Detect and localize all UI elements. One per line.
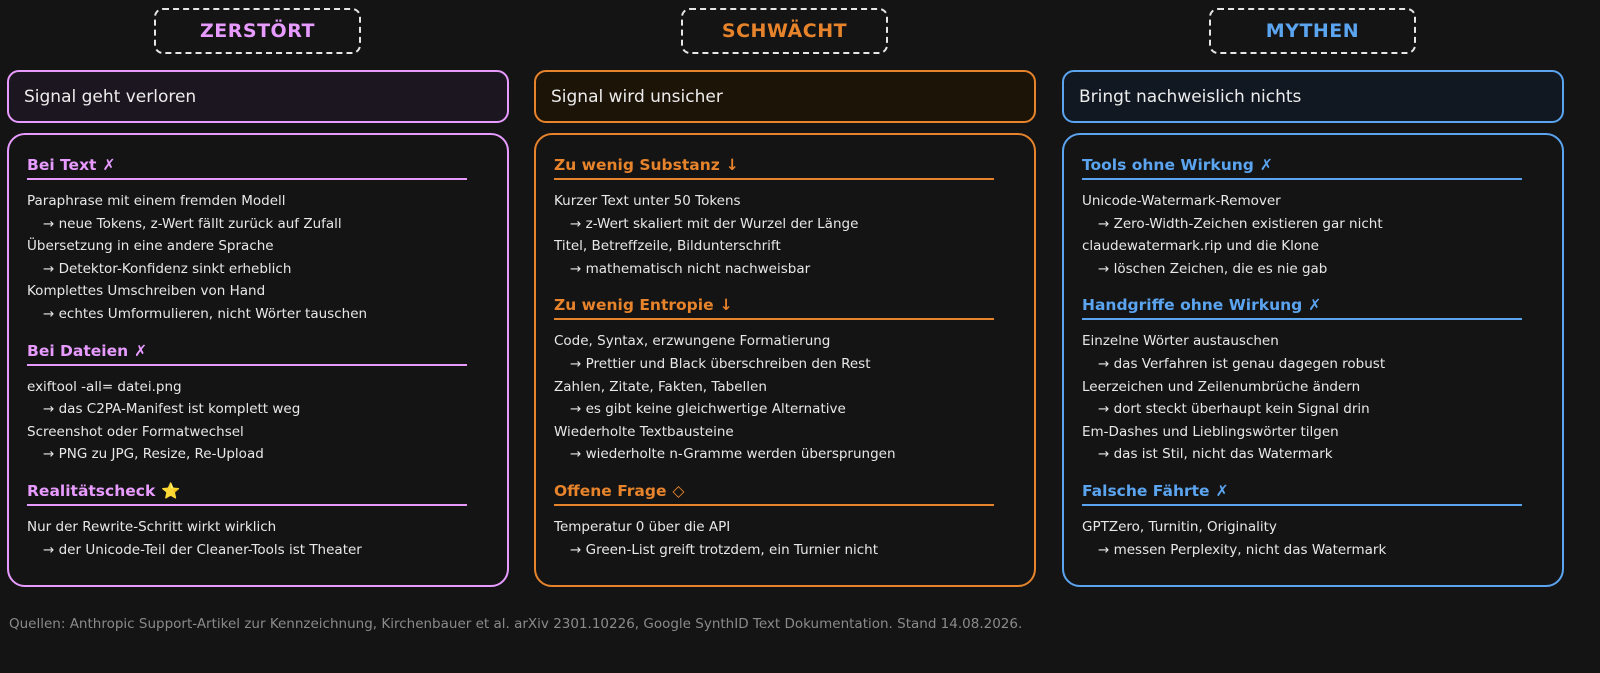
section-rule <box>27 503 467 506</box>
section-rule <box>1082 178 1522 180</box>
list-item: GPTZero, Turnitin, Originality <box>1082 518 1277 535</box>
list-item: exiftool -all= datei.png <box>27 378 182 395</box>
diamond-icon: ◇ <box>672 481 685 500</box>
list-item-detail: → das ist Stil, nicht das Watermark <box>1098 446 1333 463</box>
section: Handgriffe ohne Wirkung✗ Einzelne Wörter… <box>1082 292 1562 466</box>
list-item-detail: → das C2PA-Manifest ist komplett weg <box>43 401 301 418</box>
list-item: Wiederholte Textbausteine <box>554 423 734 440</box>
list-item-detail: → PNG zu JPG, Resize, Re-Upload <box>43 446 264 463</box>
list-item-detail: → echtes Umformulieren, nicht Wörter tau… <box>43 305 368 322</box>
list-item-detail: → Green-List greift trotzdem, ein Turnie… <box>570 541 879 558</box>
section: Zu wenig Substanz↓ Kurzer Text unter 50 … <box>554 152 1034 280</box>
section: Zu wenig Entropie↓ Code, Syntax, erzwung… <box>554 292 1034 466</box>
section-title: Bei Text✗ <box>27 156 116 174</box>
cross-icon: ✗ <box>1308 296 1322 315</box>
section-rule <box>554 503 994 506</box>
section-title: Tools ohne Wirkung✗ <box>1082 156 1273 174</box>
list-item: Kurzer Text unter 50 Tokens <box>554 193 741 209</box>
list-item: Zahlen, Zitate, Fakten, Tabellen <box>554 378 767 395</box>
list-item-detail: → wiederholte n-Gramme werden übersprung… <box>570 446 896 463</box>
column-body: Zu wenig Substanz↓ Kurzer Text unter 50 … <box>534 133 1036 587</box>
section-title: Falsche Fährte✗ <box>1082 481 1229 500</box>
category-tag: MYTHEN <box>1209 8 1416 54</box>
list-item: Em-Dashes und Lieblingswörter tilgen <box>1082 423 1339 440</box>
section-rule <box>27 363 467 366</box>
cross-icon: ✗ <box>1215 481 1229 500</box>
section: Bei Dateien✗ exiftool -all= datei.png → … <box>27 338 507 466</box>
list-item: Paraphrase mit einem fremden Modell <box>27 193 286 209</box>
list-item: Übersetzung in eine andere Sprache <box>27 238 274 255</box>
cross-icon: ✗ <box>102 156 116 174</box>
section-rule <box>27 178 467 180</box>
column-header: Bringt nachweislich nichts <box>1062 70 1564 123</box>
column-body: Bei Text✗ Paraphrase mit einem fremden M… <box>7 133 509 587</box>
section: Realitätscheck⭐ Nur der Rewrite-Schritt … <box>27 478 507 561</box>
category-tag: SCHWÄCHT <box>681 8 888 54</box>
cross-icon: ✗ <box>1259 156 1273 174</box>
section-title: Zu wenig Entropie↓ <box>554 296 733 315</box>
sources-footer: Quellen: Anthropic Support-Artikel zur K… <box>9 616 1023 632</box>
section-rule <box>1082 318 1522 321</box>
arrow-down-icon: ↓ <box>725 156 739 174</box>
list-item-detail: → z-Wert skaliert mit der Wurzel der Län… <box>570 215 859 232</box>
list-item-detail: → Detektor-Konfidenz sinkt erheblich <box>43 260 292 277</box>
list-item-detail: → es gibt keine gleichwertige Alternativ… <box>570 401 846 418</box>
list-item-detail: → neue Tokens, z-Wert fällt zurück auf Z… <box>43 215 342 232</box>
section-title: Realitätscheck⭐ <box>27 481 181 500</box>
column-header: Signal wird unsicher <box>534 70 1036 123</box>
list-item-detail: → mathematisch nicht nachweisbar <box>570 260 811 277</box>
section-title: Zu wenig Substanz↓ <box>554 156 739 174</box>
section: Offene Frage◇ Temperatur 0 über die API … <box>554 478 1034 561</box>
list-item: Einzelne Wörter austauschen <box>1082 333 1279 350</box>
list-item: Titel, Betreffzeile, Bildunterschrift <box>554 238 781 255</box>
section: Bei Text✗ Paraphrase mit einem fremden M… <box>27 152 507 326</box>
section: Tools ohne Wirkung✗ Unicode-Watermark-Re… <box>1082 152 1562 280</box>
list-item-detail: → messen Perplexity, nicht das Watermark <box>1098 541 1387 558</box>
list-item: Temperatur 0 über die API <box>554 518 731 535</box>
section-rule <box>554 318 994 321</box>
section: Falsche Fährte✗ GPTZero, Turnitin, Origi… <box>1082 478 1562 561</box>
list-item: Komplettes Umschreiben von Hand <box>27 283 266 300</box>
list-item-detail: → das Verfahren ist genau dagegen robust <box>1098 355 1386 372</box>
list-item: Code, Syntax, erzwungene Formatierung <box>554 333 831 350</box>
list-item: Leerzeichen und Zeilenumbrüche ändern <box>1082 378 1361 395</box>
section-rule <box>1082 503 1522 506</box>
list-item-detail: → löschen Zeichen, die es nie gab <box>1098 260 1328 277</box>
section-rule <box>554 178 994 180</box>
section-title: Offene Frage◇ <box>554 481 685 500</box>
column-body: Tools ohne Wirkung✗ Unicode-Watermark-Re… <box>1062 133 1564 587</box>
column-header: Signal geht verloren <box>7 70 509 123</box>
list-item: Unicode-Watermark-Remover <box>1082 193 1281 209</box>
section-title: Bei Dateien✗ <box>27 341 148 360</box>
arrow-down-icon: ↓ <box>719 296 733 315</box>
list-item: Nur der Rewrite-Schritt wirkt wirklich <box>27 518 277 535</box>
list-item-detail: → Zero-Width-Zeichen existieren gar nich… <box>1098 215 1383 232</box>
list-item-detail: → Prettier und Black überschreiben den R… <box>570 355 871 372</box>
section-title: Handgriffe ohne Wirkung✗ <box>1082 296 1322 315</box>
star-icon: ⭐ <box>161 481 181 500</box>
category-tag: ZERSTÖRT <box>154 8 361 54</box>
cross-icon: ✗ <box>134 341 148 360</box>
list-item-detail: → der Unicode-Teil der Cleaner-Tools ist… <box>43 541 362 558</box>
list-item: claudewatermark.rip und die Klone <box>1082 238 1319 255</box>
list-item: Screenshot oder Formatwechsel <box>27 423 244 440</box>
list-item-detail: → dort steckt überhaupt kein Signal drin <box>1098 401 1370 418</box>
